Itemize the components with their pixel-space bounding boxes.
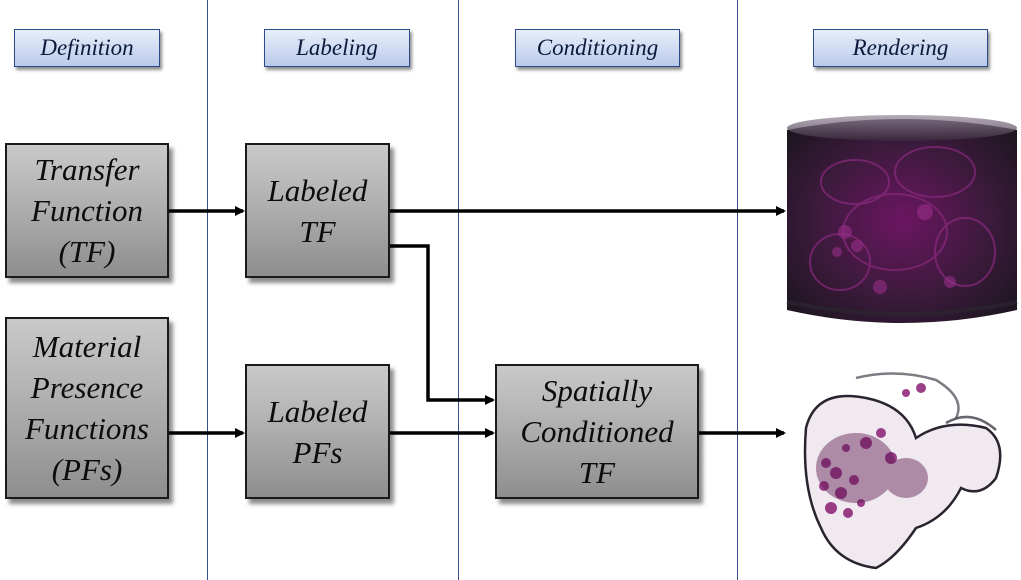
header-conditioning-label: Conditioning [536, 35, 659, 60]
header-conditioning: Conditioning [515, 29, 680, 67]
box-labeled-tf-label: Labeled TF [267, 172, 368, 249]
box-spatially-conditioned-tf-label: Spatially Conditioned TF [520, 373, 674, 490]
column-divider-1 [207, 0, 208, 580]
box-material-presence-functions: Material Presence Functions (PFs) [5, 317, 169, 499]
arrow-labeled-tf-to-conditioned-tf [390, 244, 495, 405]
box-material-presence-functions-label: Material Presence Functions (PFs) [25, 329, 149, 487]
header-definition-label: Definition [40, 35, 134, 60]
box-labeled-pfs-label: Labeled PFs [267, 393, 368, 470]
column-divider-2 [458, 0, 459, 580]
column-divider-3 [737, 0, 738, 580]
header-labeling: Labeling [264, 29, 410, 67]
rendering-conditioned-image [803, 372, 1002, 570]
header-rendering-label: Rendering [852, 35, 949, 60]
box-transfer-function-label: Transfer Function (TF) [31, 152, 143, 269]
header-definition: Definition [14, 29, 160, 67]
rendering-full-volume-image [786, 115, 1018, 323]
box-labeled-tf: Labeled TF [245, 143, 390, 278]
header-rendering: Rendering [813, 29, 988, 67]
header-labeling-label: Labeling [296, 35, 378, 60]
box-spatially-conditioned-tf: Spatially Conditioned TF [495, 364, 699, 499]
box-transfer-function: Transfer Function (TF) [5, 143, 169, 278]
box-labeled-pfs: Labeled PFs [245, 364, 390, 499]
